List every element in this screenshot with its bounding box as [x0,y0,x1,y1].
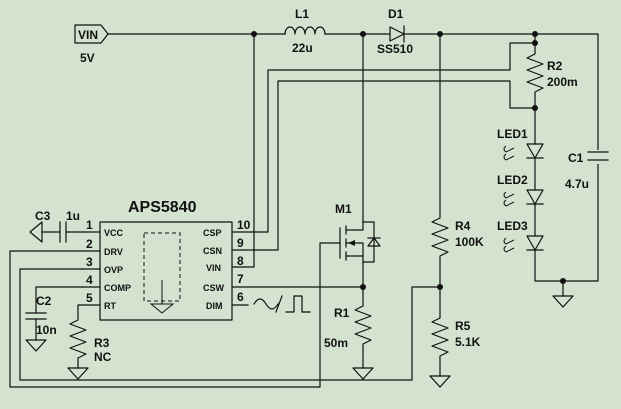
gnd-icon [552,295,574,308]
r3-value: NC [94,350,112,364]
svg-text:CSW: CSW [203,283,225,293]
svg-text:CSN: CSN [203,246,222,256]
r4-ref: R4 [455,219,471,233]
wire-csp [253,42,536,233]
c3-ref: C3 [35,209,51,223]
wire-ovp [19,268,441,381]
wire-drv [9,242,341,388]
ic-aps5840: APS5840 1 VCC 2 DRV 3 OVP 4 COMP [82,199,364,321]
resistor-r5: R5 5.1K [429,286,481,388]
resistor-r1: R1 50m [324,286,374,380]
svg-text:10: 10 [237,218,251,232]
svg-text:7: 7 [237,272,244,286]
svg-text:5: 5 [86,291,93,305]
r1-ref: R1 [334,306,350,320]
capacitor-c1: C1 4.7u [565,150,609,191]
svg-text:DIM: DIM [206,301,223,311]
vin-port: VIN 5V [74,24,109,65]
inductor-l1: L1 22u [284,7,326,55]
r3-ref: R3 [94,336,110,350]
gnd-icon [149,280,175,314]
c3-value: 1u [66,209,80,223]
gnd-icon [29,221,43,243]
wire-led-return [534,249,564,297]
vin-voltage-label: 5V [80,51,95,65]
svg-text:CSP: CSP [203,228,222,238]
l1-ref: L1 [295,7,309,21]
c2-value: 10n [36,323,57,337]
m1-ref: M1 [335,202,352,216]
ic-pin-10: 10 CSP [203,218,255,238]
svg-text:VCC: VCC [104,228,124,238]
led1-ref: LED1 [497,127,528,141]
svg-text:4: 4 [86,273,93,287]
resistor-r4: R4 100K [431,33,484,288]
ic-pin-6: 6 DIM [206,290,249,311]
resistor-r2: R2 200m [526,33,578,145]
wire-vin-pin8 [231,33,255,268]
led2-ref: LED2 [497,173,528,187]
r1-value: 50m [324,336,348,350]
ic-name: APS5840 [128,199,197,216]
ic-pin-4: 4 COMP [82,273,131,293]
svg-text:RT: RT [104,301,116,311]
capacitor-c3: C3 1u [29,209,84,243]
gnd-icon [429,375,451,388]
gnd-icon [67,367,89,380]
gnd-icon [352,367,374,380]
r5-ref: R5 [455,319,471,333]
junction-dot [532,40,538,46]
svg-text:DRV: DRV [104,247,123,257]
led-3: LED3 [497,219,544,253]
led-1: LED1 [497,127,544,161]
gnd-icon [25,339,47,352]
r5-value: 5.1K [455,335,481,349]
led-2: LED2 [497,173,544,207]
c1-ref: C1 [568,151,584,165]
ic-pin-8: 8 VIN [206,254,244,273]
ic-pin-3: 3 OVP [82,255,123,275]
svg-text:1: 1 [86,218,93,232]
vin-port-label: VIN [78,28,98,42]
wire-csn [253,80,536,251]
r4-value: 100K [455,235,484,249]
ic-pin-1: 1 VCC [82,218,124,238]
svg-text:9: 9 [237,236,244,250]
svg-text:VIN: VIN [206,263,221,273]
r2-ref: R2 [547,59,563,73]
resistor-r3: R3 NC [67,304,112,380]
r2-value: 200m [547,75,578,89]
ic-pin-2: 2 DRV [82,237,123,257]
capacitor-c2: C2 10n [25,286,84,352]
mosfet-m1: M1 [335,202,381,288]
l1-value: 22u [292,41,313,55]
ic-pin-9: 9 CSN [203,236,255,256]
svg-text:2: 2 [86,237,93,251]
sine-signal-icon [253,298,279,310]
junction-dot [560,278,566,284]
svg-text:6: 6 [237,290,244,304]
ic-body [99,221,233,321]
led3-ref: LED3 [497,219,528,233]
ic-pin-7: 7 CSW [203,272,364,293]
svg-text:8: 8 [237,254,244,268]
d1-value: SS510 [377,42,413,56]
ic-pin-5: 5 RT [82,291,116,311]
svg-text:3: 3 [86,255,93,269]
diode-d1: D1 SS510 [377,7,413,56]
svg-text:COMP: COMP [104,283,131,293]
junction-dot [532,105,538,111]
c1-value: 4.7u [565,177,589,191]
c2-ref: C2 [36,294,52,308]
pwm-signal-icon [275,295,311,313]
d1-ref: D1 [388,7,404,21]
svg-text:OVP: OVP [104,265,123,275]
